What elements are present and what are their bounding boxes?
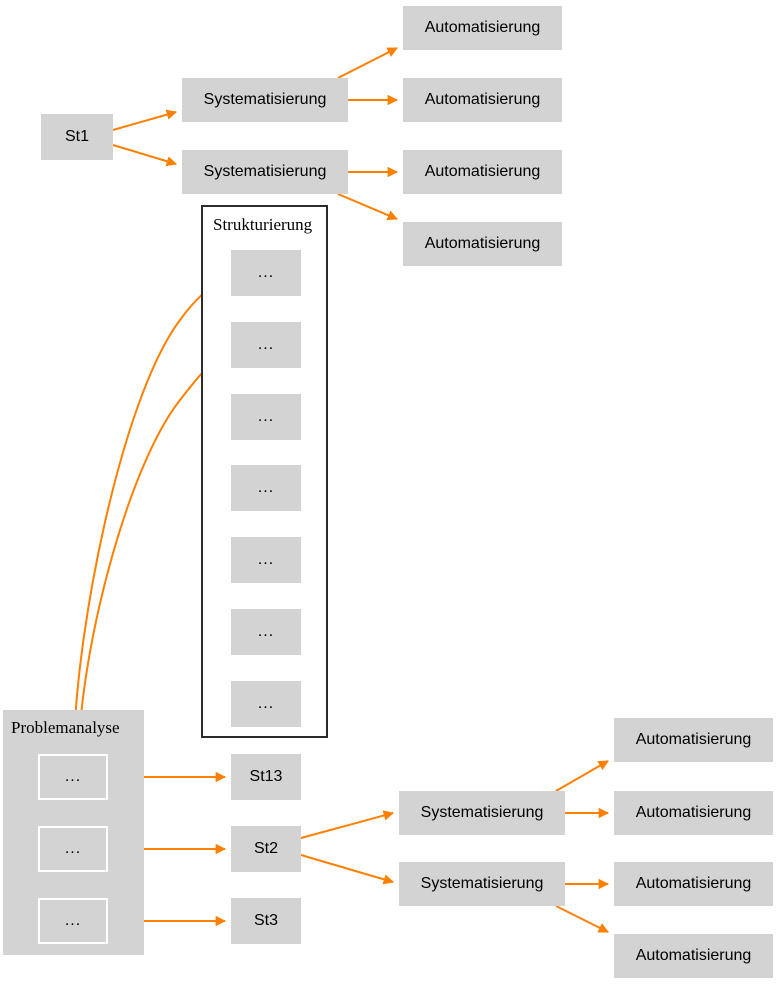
node-st1[interactable]: St1 [41, 114, 113, 160]
node-systematisierung-bottom-2[interactable]: Systematisierung [399, 862, 565, 906]
node-systematisierung-top-2[interactable]: Systematisierung [182, 150, 348, 194]
edge-prob_1-struk_2 [78, 355, 220, 756]
node-automatisierung-top-3[interactable]: Automatisierung [403, 150, 562, 194]
edge-st1-sys_top_1 [112, 109, 177, 131]
node-strukturierung-item-7[interactable]: ... [231, 681, 301, 727]
edge-sys_bot_2-auto_bot_4 [555, 905, 609, 933]
node-systematisierung-bottom-1[interactable]: Systematisierung [399, 791, 565, 835]
node-automatisierung-bottom-2[interactable]: Automatisierung [614, 791, 773, 835]
edge-st1-sys_top_2 [112, 144, 177, 167]
node-automatisierung-bottom-3[interactable]: Automatisierung [614, 862, 773, 906]
node-strukturierung-item-5[interactable]: ... [231, 537, 301, 583]
node-st13[interactable]: St13 [231, 754, 301, 800]
edge-sys_top_1-auto_top_1 [337, 47, 398, 79]
node-problemanalyse-item-2[interactable]: ... [38, 826, 108, 872]
node-strukturierung-item-4[interactable]: ... [231, 465, 301, 511]
node-strukturierung-item-3[interactable]: ... [231, 394, 301, 440]
node-automatisierung-bottom-1[interactable]: Automatisierung [614, 718, 773, 762]
edge-prob_1-struk_1 [73, 282, 220, 756]
node-systematisierung-top-1[interactable]: Systematisierung [182, 78, 348, 122]
edge-st2-sys_bot_1 [300, 810, 395, 839]
node-problemanalyse-item-3[interactable]: ... [38, 898, 108, 944]
node-automatisierung-top-2[interactable]: Automatisierung [403, 78, 562, 122]
node-problemanalyse-item-1[interactable]: ... [38, 754, 108, 800]
node-st3[interactable]: St3 [231, 898, 301, 944]
cluster-problemanalyse-label: Problemanalyse [11, 718, 120, 737]
node-automatisierung-top-1[interactable]: Automatisierung [403, 6, 562, 50]
node-strukturierung-item-6[interactable]: ... [231, 609, 301, 655]
edge-st2-sys_bot_2 [300, 854, 394, 885]
node-strukturierung-item-1[interactable]: ... [231, 250, 301, 296]
node-automatisierung-bottom-4[interactable]: Automatisierung [614, 934, 773, 978]
edge-sys_bot_1-auto_bot_1 [555, 760, 609, 792]
node-automatisierung-top-4[interactable]: Automatisierung [403, 222, 562, 266]
cluster-strukturierung-label: Strukturierung [213, 215, 313, 234]
node-st2[interactable]: St2 [231, 826, 301, 872]
edge-sys_top_2-auto_top_4 [337, 193, 398, 221]
node-strukturierung-item-2[interactable]: ... [231, 322, 301, 368]
